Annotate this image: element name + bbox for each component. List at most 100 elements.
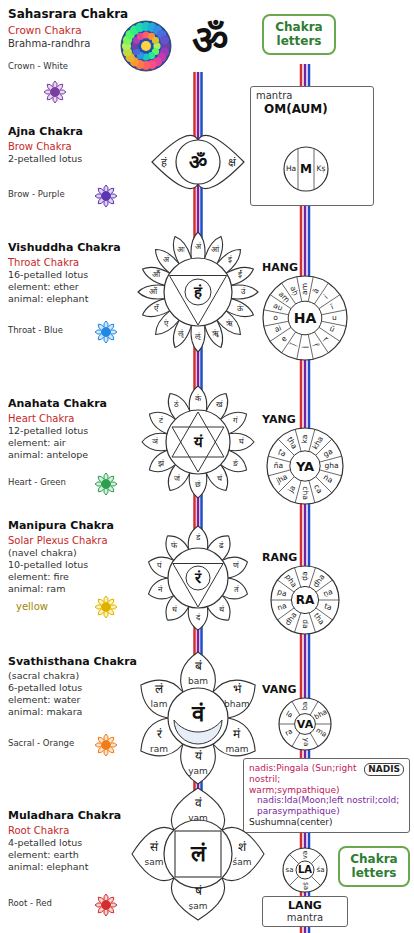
chakra-name: Muladhara Chakra	[8, 810, 121, 823]
color-key: Throat - Blue	[8, 326, 63, 336]
icon-petal	[95, 330, 101, 334]
yantra-star	[172, 412, 224, 457]
petal-transliteration: bam	[188, 677, 208, 686]
lotus-pericarp	[176, 140, 220, 184]
icon-center	[102, 480, 111, 489]
petal-letter: यं	[195, 750, 202, 762]
yantra-circle	[185, 279, 211, 305]
petal-letter: ओं	[149, 288, 157, 296]
petal-letter: ञं	[152, 438, 158, 446]
petal-transliteration: vam	[188, 814, 208, 823]
yantra-star	[172, 427, 224, 472]
mantra-circle: MHaKṣ	[282, 145, 330, 193]
wheel-spoke	[311, 876, 320, 885]
petal-sound: ya	[302, 738, 309, 746]
petal-letter: जं	[174, 475, 180, 483]
mantra-syllable: VANG	[261, 684, 298, 695]
chakra-detail: 12-petalled lotus	[8, 426, 88, 437]
chakra-detail: 6-petalled lotus	[8, 683, 82, 694]
icon-petal	[104, 321, 108, 327]
nadi-note: nadis:Pingala (Sun;right nostril; warm;s…	[249, 763, 404, 795]
mandala-center	[141, 41, 151, 51]
icon-center	[102, 603, 111, 612]
wheel-spoke	[309, 481, 315, 503]
lotus-petal	[191, 325, 205, 352]
petal-letter: इं	[228, 256, 232, 264]
letter-wheel: YANGYAkakhagaghaṅacachajajhañaṭaṭha	[265, 426, 345, 506]
icon-center	[51, 88, 60, 97]
petal-transliteration: yam	[188, 767, 208, 776]
petal-letter: खं	[216, 401, 223, 409]
wheel-divider	[298, 149, 299, 190]
petal-sound: da	[301, 619, 309, 628]
legend-box: Chakra letters	[338, 846, 410, 887]
chakra-icon	[95, 473, 117, 495]
wheel-spoke	[320, 456, 342, 462]
wheel-spoke	[268, 456, 290, 462]
icon-petal	[95, 605, 101, 609]
lotus-petal	[188, 526, 208, 549]
seed-letter: YA	[296, 460, 314, 473]
icon-petal	[104, 489, 108, 495]
petal-letter: उं	[241, 288, 245, 296]
petal-sound: gha	[325, 462, 339, 470]
petal-letter: ऌं	[195, 333, 201, 341]
bija-mantra: रं	[195, 571, 201, 586]
petal-letter: तं	[234, 586, 239, 594]
petal-transliteration: mam	[225, 744, 248, 753]
wheel-spoke	[320, 470, 342, 476]
mandala-petal	[160, 35, 169, 44]
mantra-syllable: OM(AUM)	[264, 102, 368, 116]
lotus-petal	[189, 473, 206, 498]
petal-letter: ऋं	[226, 320, 233, 328]
wheel-hub	[290, 451, 320, 481]
letter-wheel: RANGRAḍaḍhaṇatathadadhanapapha	[269, 564, 341, 636]
chakra-detail: Brahma-randhra	[8, 38, 90, 50]
lotus-pericarp	[164, 820, 232, 888]
lotus-petal	[181, 744, 216, 784]
icon-petal	[111, 903, 117, 907]
wheel-hub	[295, 714, 316, 735]
icon-petal	[95, 194, 101, 198]
chakra-name: Anahata Chakra	[8, 398, 107, 411]
lotus-pericarp	[166, 410, 230, 474]
petal-letter: अं	[195, 243, 201, 251]
chakra-name: Vishuddha Chakra	[8, 242, 121, 255]
chakra-detail: animal: antelope	[8, 450, 88, 461]
lotus-petal	[171, 878, 224, 920]
box-heading: Chakra letters	[269, 20, 329, 49]
box-heading: Chakra letters	[345, 852, 403, 881]
petal-letter: टं	[159, 417, 163, 425]
chakra-detail: 2-petalled lotus	[8, 154, 82, 165]
petal-sound: va	[302, 850, 309, 858]
icon-petal	[60, 90, 66, 94]
petal-letter: ढं	[219, 542, 224, 550]
petal-letter: झं	[158, 460, 164, 468]
seed-letter: HA	[294, 311, 317, 325]
chakra-detail: animal: elephant	[8, 862, 88, 873]
petal-sound: sa	[286, 867, 294, 874]
icon-center	[102, 741, 111, 750]
box-heading: NADIS	[364, 763, 404, 776]
chakra-alias: Throat Chakra	[8, 257, 79, 269]
chakra-detail: 4-petalled lotus	[8, 838, 82, 849]
chakra-detail: element: earth	[8, 850, 79, 861]
bija-mantra: ॐ	[189, 152, 207, 172]
wheel-spoke	[319, 600, 339, 601]
lotus-pericarp	[164, 258, 232, 326]
wheel-rim	[284, 147, 328, 191]
nadi-note: nadis:Ida(Moon;left nostril;cold; parasy…	[257, 795, 404, 817]
wheel-spoke	[295, 481, 301, 503]
chakra-icon	[95, 596, 117, 618]
petal-sound: cha	[301, 486, 309, 499]
box-heading: mantra	[268, 912, 342, 924]
chakra-icon	[44, 81, 66, 103]
chakra-detail: element: fire	[8, 572, 69, 583]
petal-sound: Kṣ	[317, 165, 326, 173]
icon-center	[102, 328, 111, 337]
icon-petal	[104, 596, 108, 602]
icon-petal	[95, 903, 101, 907]
petal-letter: लं	[155, 683, 163, 695]
icon-petal	[104, 910, 108, 916]
